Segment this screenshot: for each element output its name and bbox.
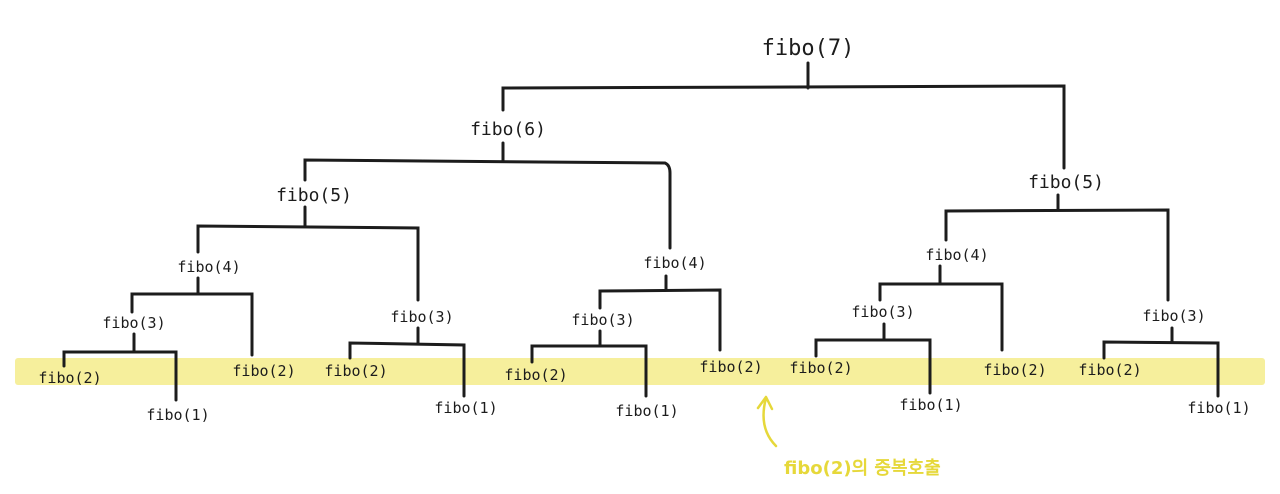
node-fibo1-4: fibo(1) <box>899 396 962 414</box>
node-fibo5-right: fibo(5) <box>1028 172 1104 193</box>
edge-fibo5-right <box>944 193 1170 302</box>
duplicate-call-note: fibo(2)의 중복호출 <box>784 458 941 479</box>
node-fibo5-left: fibo(5) <box>276 185 352 206</box>
duplicate-call-highlight <box>15 358 1265 385</box>
node-fibo2-4: fibo(2) <box>504 366 567 384</box>
node-fibo2-5: fibo(2) <box>699 358 762 376</box>
node-fibo4-b: fibo(4) <box>643 254 706 272</box>
node-fibo2-2: fibo(2) <box>232 362 295 380</box>
node-fibo1-1: fibo(1) <box>146 406 209 424</box>
edge-fibo4-a <box>130 276 254 357</box>
edge-fibo6 <box>303 141 672 250</box>
node-fibo3-a: fibo(3) <box>102 314 165 332</box>
node-fibo4-c: fibo(4) <box>925 246 988 264</box>
tree-edges <box>62 61 1220 402</box>
edge-fibo7 <box>501 61 1066 170</box>
edge-fibo4-c <box>878 264 1004 352</box>
edge-fibo3-b <box>348 326 466 398</box>
node-fibo2-1: fibo(2) <box>38 369 101 387</box>
edge-fibo3-d <box>814 322 932 395</box>
node-fibo2-7: fibo(2) <box>983 361 1046 379</box>
edge-fibo3-e <box>1102 326 1220 398</box>
node-fibo2-8: fibo(2) <box>1078 361 1141 379</box>
node-fibo2-3: fibo(2) <box>324 362 387 380</box>
edge-fibo5-left <box>196 205 420 302</box>
node-fibo1-3: fibo(1) <box>615 402 678 420</box>
node-fibo7: fibo(7) <box>762 36 855 61</box>
edge-fibo3-c <box>530 329 648 398</box>
node-fibo4-a: fibo(4) <box>177 258 240 276</box>
node-fibo1-5: fibo(1) <box>1187 399 1250 417</box>
node-fibo1-2: fibo(1) <box>434 399 497 417</box>
node-fibo3-b: fibo(3) <box>390 308 453 326</box>
node-fibo3-c: fibo(3) <box>571 311 634 329</box>
node-fibo3-e: fibo(3) <box>1142 307 1205 325</box>
edge-fibo4-b <box>598 274 722 352</box>
node-fibo2-6: fibo(2) <box>789 359 852 377</box>
node-fibo6: fibo(6) <box>470 119 546 140</box>
curved-arrow-up-icon <box>756 395 778 448</box>
edge-fibo3-a <box>62 332 178 402</box>
node-fibo3-d: fibo(3) <box>851 303 914 321</box>
